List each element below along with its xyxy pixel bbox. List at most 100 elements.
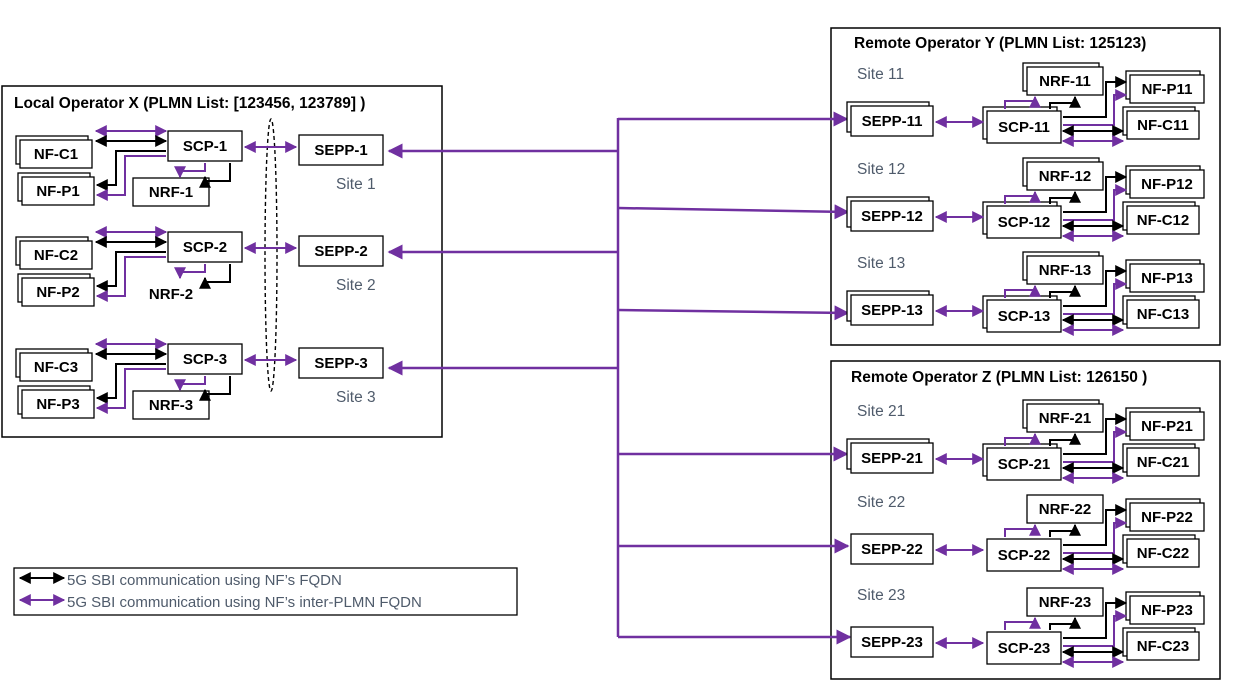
scp-nfp-black <box>1063 413 1128 455</box>
nf-c-box: NF-C23 <box>1122 627 1200 661</box>
site-label: Site 11 <box>857 66 904 83</box>
nf-p-box-label: NF-P23 <box>1141 602 1193 619</box>
nf-p-box: NF-P13 <box>1125 259 1205 293</box>
scp-box: SCP-23 <box>986 631 1062 665</box>
nf-p-box-label: NF-P22 <box>1141 509 1193 526</box>
site-label: Site 3 <box>336 389 376 406</box>
site-label: Site 2 <box>336 277 376 294</box>
sepp-box: SEPP-3 <box>298 347 384 379</box>
scp-nfp-black <box>1063 597 1128 639</box>
sepp-box-label: SEPP-12 <box>861 208 923 225</box>
scp-box: SCP-3 <box>167 343 243 375</box>
nf-p-box: NF-P12 <box>1125 165 1205 199</box>
scp-nrf-black <box>1049 523 1081 537</box>
local-operator-title: Local Operator X (PLMN List: [123456, 12… <box>14 95 365 112</box>
scp-nrf-black <box>1049 95 1081 109</box>
scp-box: SCP-13 <box>982 295 1062 333</box>
scp-nfp-black <box>1063 76 1128 118</box>
scp-box: SCP-22 <box>986 538 1062 572</box>
nrf-label: NRF-2 <box>149 286 193 303</box>
remote-operator-z-title: Remote Operator Z (PLMN List: 126150 ) <box>851 369 1147 386</box>
scp-box: SCP-21 <box>982 443 1062 481</box>
scp-nrf-black <box>199 264 231 289</box>
nf-c-box: NF-C22 <box>1122 534 1200 568</box>
scp-box-label: SCP-21 <box>998 456 1051 473</box>
nf-c-box-label: NF-C13 <box>1137 306 1190 323</box>
nf-c-box-label: NF-C12 <box>1137 212 1190 229</box>
scp-nfp-purple <box>1063 278 1128 315</box>
nf-c-box: NF-C2 <box>15 236 93 270</box>
scp-nrf-black <box>199 163 231 188</box>
sepp-box-label: SEPP-3 <box>314 355 367 372</box>
scp-nrf-black <box>1049 190 1081 204</box>
nf-p-box-label: NF-P2 <box>36 284 79 301</box>
remote-operator-y-frame <box>830 27 1221 346</box>
sepp-box: SEPP-2 <box>298 235 384 267</box>
scp-box: SCP-11 <box>982 106 1062 144</box>
scp-box-label: SCP-13 <box>998 308 1051 325</box>
nrf-box: NRF-13 <box>1022 251 1104 285</box>
nf-c-box-label: NF-C22 <box>1137 545 1190 562</box>
scp-nfp-black <box>95 150 166 191</box>
scp-nrf-purple <box>1004 523 1041 537</box>
nf-c-box: NF-C11 <box>1122 106 1200 140</box>
scp-group-ellipse <box>264 118 278 392</box>
nf-c-box-label: NF-C21 <box>1137 454 1190 471</box>
nf-p-box: NF-P2 <box>17 273 95 307</box>
scp-box-label: SCP-11 <box>998 119 1050 136</box>
scp-nfp-black <box>1063 265 1128 307</box>
sepp-box-label: SEPP-11 <box>862 113 923 130</box>
remote-operator-z-frame <box>830 360 1221 680</box>
nf-p-box-label: NF-P1 <box>36 183 79 200</box>
sepp-box: SEPP-1 <box>298 134 384 166</box>
scp-nfp-purple <box>1063 426 1128 463</box>
legend-fqdn-text: 5G SBI communication using NF’s FQDN <box>67 572 342 589</box>
nf-c-box-label: NF-C2 <box>34 247 78 264</box>
site-label: Site 21 <box>857 403 905 420</box>
nrf-box-label: NRF-12 <box>1039 168 1092 185</box>
scp-nrf-black <box>199 376 231 401</box>
nf-c-box-label: NF-C23 <box>1137 638 1190 655</box>
scp-nfp-purple <box>1063 517 1128 554</box>
scp-nrf-purple <box>174 376 206 392</box>
link-sepp-13 <box>617 305 850 321</box>
nf-p-box: NF-P21 <box>1125 407 1205 441</box>
local-operator-frame <box>1 85 443 438</box>
nf-p-box: NF-P1 <box>17 172 95 206</box>
nrf-box-label: NRF-23 <box>1039 594 1092 611</box>
scp-nfp-purple <box>95 368 166 414</box>
nf-p-box-label: NF-P21 <box>1141 418 1193 435</box>
nrf-box: NRF-11 <box>1022 62 1104 96</box>
scp-nrf-black <box>1049 432 1081 446</box>
nf-c-box-label: NF-C11 <box>1137 117 1189 134</box>
nf-p-box: NF-P3 <box>17 385 95 419</box>
sepp-box-label: SEPP-23 <box>861 634 923 651</box>
nrf-box: NRF-12 <box>1022 157 1104 191</box>
scp-box: SCP-1 <box>167 130 243 162</box>
nf-c-box: NF-C21 <box>1122 443 1200 477</box>
sepp-box: SEPP-13 <box>846 290 934 326</box>
nrf-box: NRF-1 <box>132 177 210 207</box>
scp-box-label: SCP-12 <box>998 214 1051 231</box>
sepp-box-label: SEPP-21 <box>861 450 923 467</box>
nf-c-box: NF-C1 <box>15 135 93 169</box>
scp-box: SCP-2 <box>167 231 243 263</box>
scp-box-label: SCP-2 <box>183 239 227 256</box>
nf-p-box: NF-P11 <box>1125 70 1205 104</box>
legend-frame <box>13 567 518 616</box>
remote-operator-y-title: Remote Operator Y (PLMN List: 125123) <box>854 35 1146 52</box>
legend-inter-plmn-text: 5G SBI communication using NF’s inter-PL… <box>67 594 422 611</box>
site-label: Site 22 <box>857 494 905 511</box>
nf-p-box-label: NF-P11 <box>1142 81 1193 98</box>
sepp-box: SEPP-11 <box>846 101 934 137</box>
